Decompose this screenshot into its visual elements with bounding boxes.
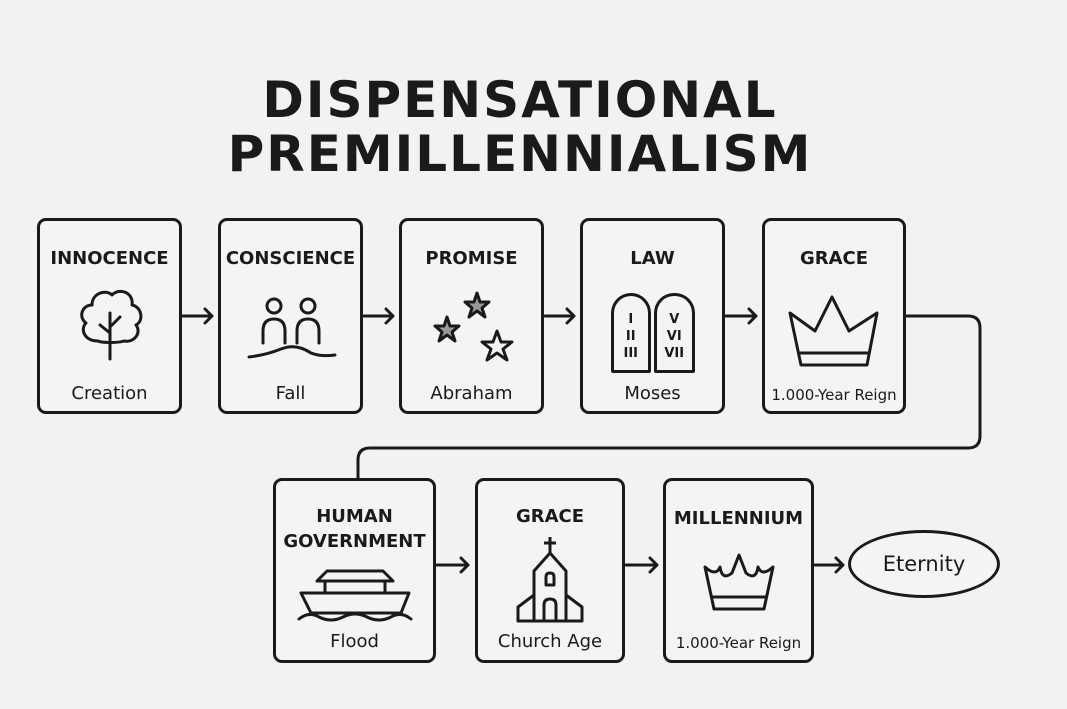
crown-icon — [703, 553, 774, 611]
arrow-6 — [624, 556, 659, 574]
box-heading: INNOCENCE — [50, 248, 169, 269]
church-icon — [516, 537, 584, 623]
box-law: LAW I II III V VI VII Moses — [580, 218, 725, 414]
eternity-label: Eternity — [882, 552, 966, 576]
box-millennium: MILLENNIUM 1.000-Year Reign — [663, 478, 814, 663]
arrow-4 — [724, 307, 758, 325]
box-heading: GRACE — [515, 506, 585, 527]
box-human-government: HUMAN GOVERNMENT Flood — [273, 478, 436, 663]
arrow-1 — [181, 307, 214, 325]
box-grace-reign: GRACE 1.000-Year Reign — [762, 218, 906, 414]
box-innocence: INNOCENCE Creation — [37, 218, 182, 414]
numeral: V — [669, 312, 680, 327]
stars-icon — [433, 291, 513, 362]
arrow-3 — [543, 307, 576, 325]
arrow-5 — [435, 556, 470, 574]
tablet-left: I II III — [610, 293, 651, 373]
arrow-7 — [813, 556, 845, 574]
box-caption: Creation — [71, 383, 148, 404]
tablet-right: V VI VII — [654, 293, 695, 373]
title-line-2: PREMILLENNIALISM — [227, 125, 813, 183]
box-caption: Fall — [275, 383, 306, 404]
box-promise: PROMISE Abraham — [399, 218, 544, 414]
box-caption: Abraham — [430, 383, 513, 404]
box-caption: Flood — [330, 631, 379, 652]
numeral: II — [625, 329, 636, 344]
box-heading-line-2: GOVERNMENT — [283, 531, 426, 552]
box-heading: LAW — [630, 248, 675, 269]
box-heading: CONSCIENCE — [225, 248, 356, 269]
crown-icon — [788, 295, 879, 367]
box-caption: Moses — [624, 383, 681, 404]
box-grace-church: GRACE Church Age — [475, 478, 625, 663]
numeral: VII — [664, 346, 685, 361]
tablets-icon: I II III V VI VII — [610, 293, 695, 373]
numeral: III — [623, 346, 638, 361]
numeral: VI — [666, 329, 682, 344]
box-caption: Church Age — [497, 631, 603, 652]
eternity-node: Eternity — [848, 530, 1000, 598]
box-heading: MILLENNIUM — [673, 508, 804, 529]
people-icon — [247, 297, 336, 359]
box-heading-line-1: HUMAN — [316, 506, 393, 527]
box-conscience: CONSCIENCE Fall — [218, 218, 363, 414]
ark-icon — [297, 569, 412, 622]
arrow-2 — [362, 307, 395, 325]
title-line-1: DISPENSATIONAL — [262, 71, 778, 129]
box-heading: GRACE — [799, 248, 869, 269]
box-caption: 1.000-Year Reign — [675, 634, 802, 652]
box-caption: 1.000-Year Reign — [771, 386, 897, 404]
box-heading: PROMISE — [425, 248, 518, 269]
tree-icon — [79, 289, 142, 361]
wrap-connector — [356, 314, 982, 480]
numeral: I — [628, 312, 634, 327]
